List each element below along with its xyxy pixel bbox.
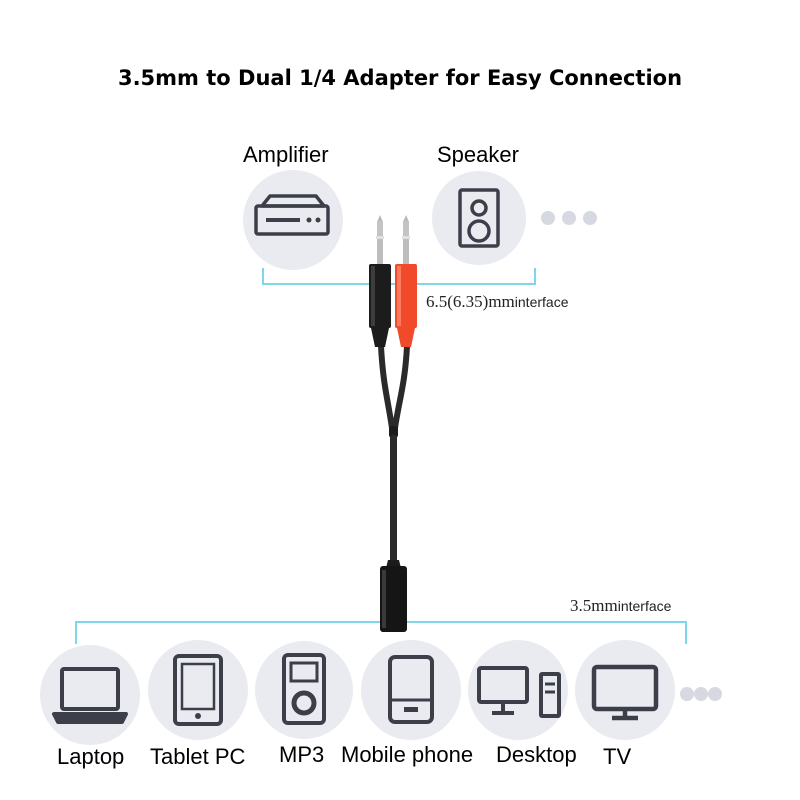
mobile-phone-icon	[388, 655, 434, 724]
amplifier-circle	[243, 170, 343, 270]
laptop-label: Laptop	[57, 744, 125, 769]
tv-label: TV	[603, 744, 632, 769]
laptop-icon	[52, 667, 128, 724]
top-interface-suffix: interface	[514, 294, 569, 310]
speaker-label: Speaker	[437, 142, 519, 167]
laptop-circle	[40, 645, 140, 745]
tv-circle	[575, 640, 675, 740]
more-dots-bottom	[680, 687, 722, 701]
speaker-circle	[432, 171, 526, 265]
bottom-interface-size: 3.5mm	[570, 596, 618, 615]
tv-icon	[591, 664, 659, 721]
top-interface-size: 6.5(6.35)mm	[426, 292, 515, 311]
page-title: 3.5mm to Dual 1/4 Adapter for Easy Conne…	[117, 66, 683, 90]
mobile-phone-label: Mobile phone	[341, 742, 474, 767]
red-quarter-inch-plug	[395, 215, 417, 347]
mp3-circle	[255, 641, 353, 739]
black-quarter-inch-plug	[369, 215, 391, 347]
tablet-circle	[148, 640, 248, 740]
bottom-interface-spec: 3.5mminterface	[570, 596, 671, 616]
desktop-circle	[468, 640, 568, 740]
female-3-5mm-jack	[380, 566, 407, 632]
mp3-label: MP3	[279, 742, 325, 767]
desktop-icon	[477, 666, 561, 718]
top-interface-spec: 6.5(6.35)mminterface	[426, 292, 568, 312]
tablet-icon	[173, 654, 223, 726]
bottom-interface-suffix: interface	[617, 598, 672, 614]
desktop-label: Desktop	[496, 742, 577, 767]
speaker-icon	[458, 188, 500, 248]
mp3-player-icon	[282, 653, 326, 725]
amplifier-label: Amplifier	[243, 142, 329, 167]
more-dots-top	[541, 211, 597, 225]
amplifier-icon	[254, 194, 330, 236]
mobile-phone-circle	[361, 640, 461, 740]
tablet-label: Tablet PC	[150, 744, 246, 769]
adapter-cable	[378, 343, 410, 632]
